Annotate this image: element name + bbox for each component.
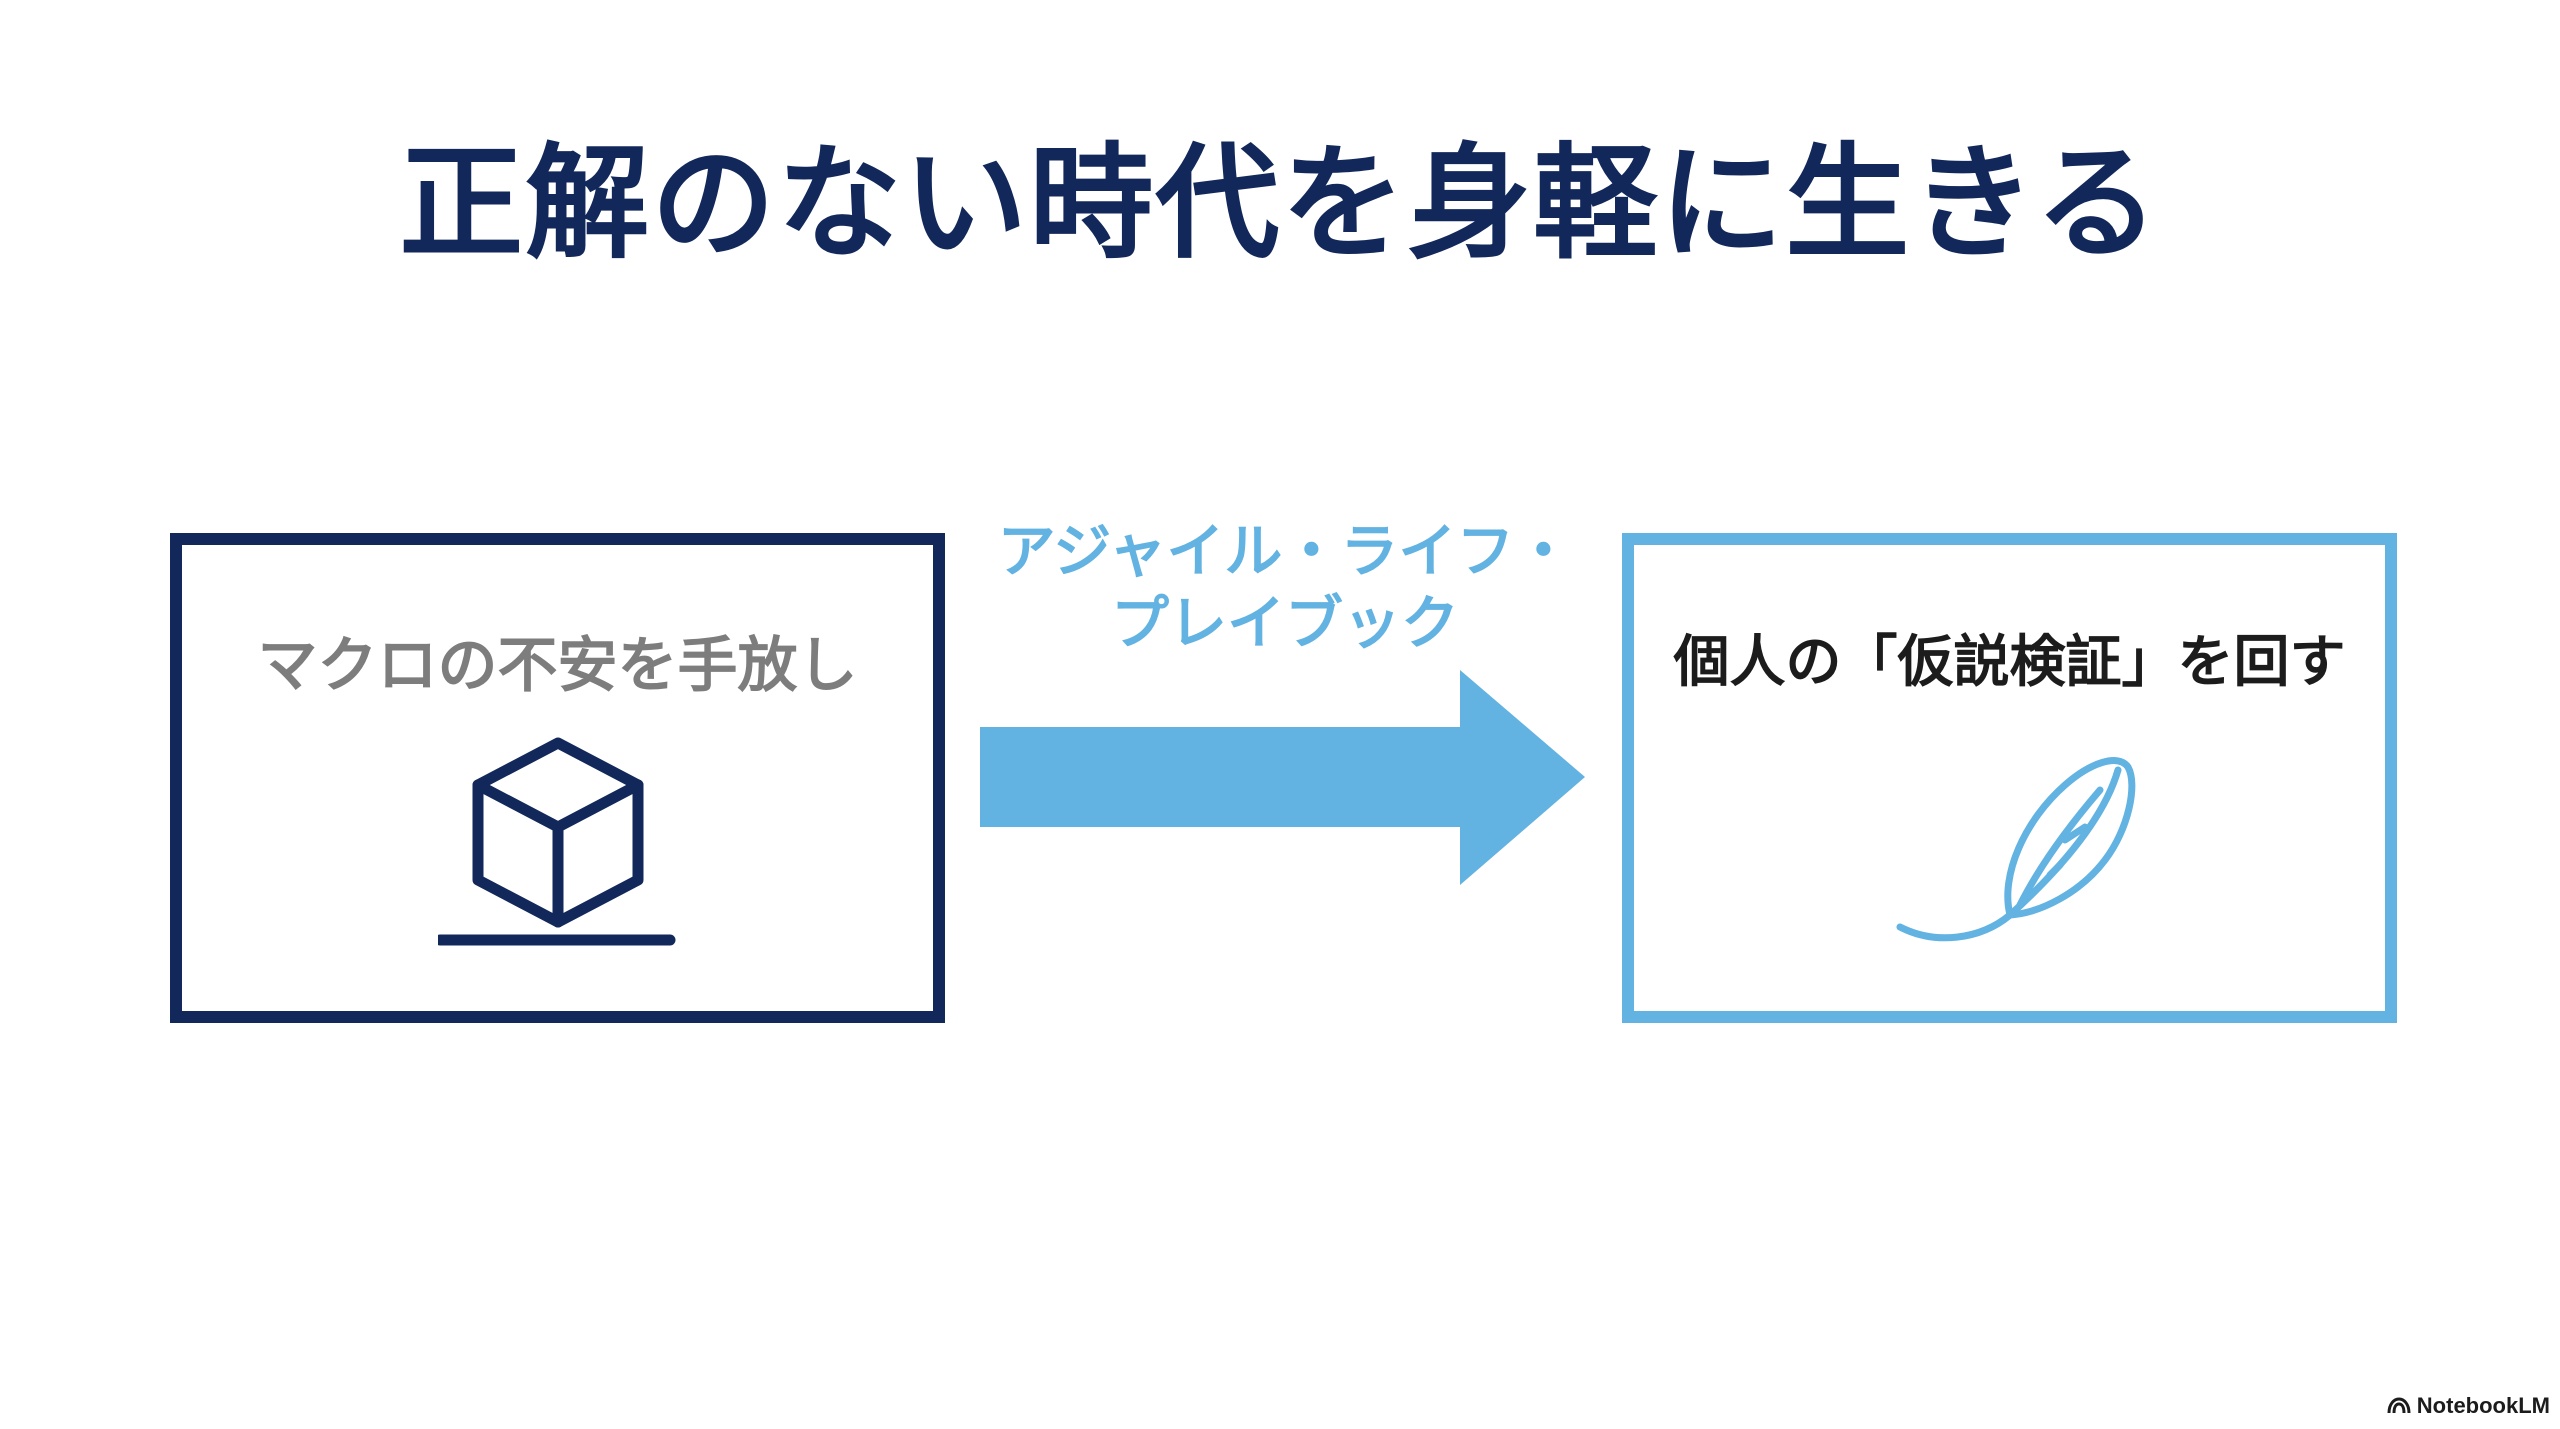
right-box: 個人の「仮説検証」を回す [1622, 533, 2397, 1023]
feather-icon [1896, 757, 2136, 942]
right-arrow [980, 670, 1585, 885]
cube-icon [438, 737, 676, 946]
right-box-label: 個人の「仮説検証」を回す [1673, 630, 2346, 695]
brand-watermark: NotebookLM [2387, 1393, 2550, 1419]
left-box-label: マクロの不安を手放し [257, 631, 858, 701]
arrow-label-line-2: プレイブック [1110, 589, 1459, 657]
left-box: マクロの不安を手放し [170, 533, 945, 1023]
arrow-label: アジャイル・ライフ・ プレイブック [960, 515, 1610, 659]
notebooklm-logo-icon [2387, 1397, 2411, 1414]
slide-title: 正解のない時代を身軽に生きる [399, 132, 2161, 276]
arrow-label-line-1: アジャイル・ライフ・ [997, 517, 1573, 585]
brand-name: NotebookLM [2416, 1393, 2550, 1418]
